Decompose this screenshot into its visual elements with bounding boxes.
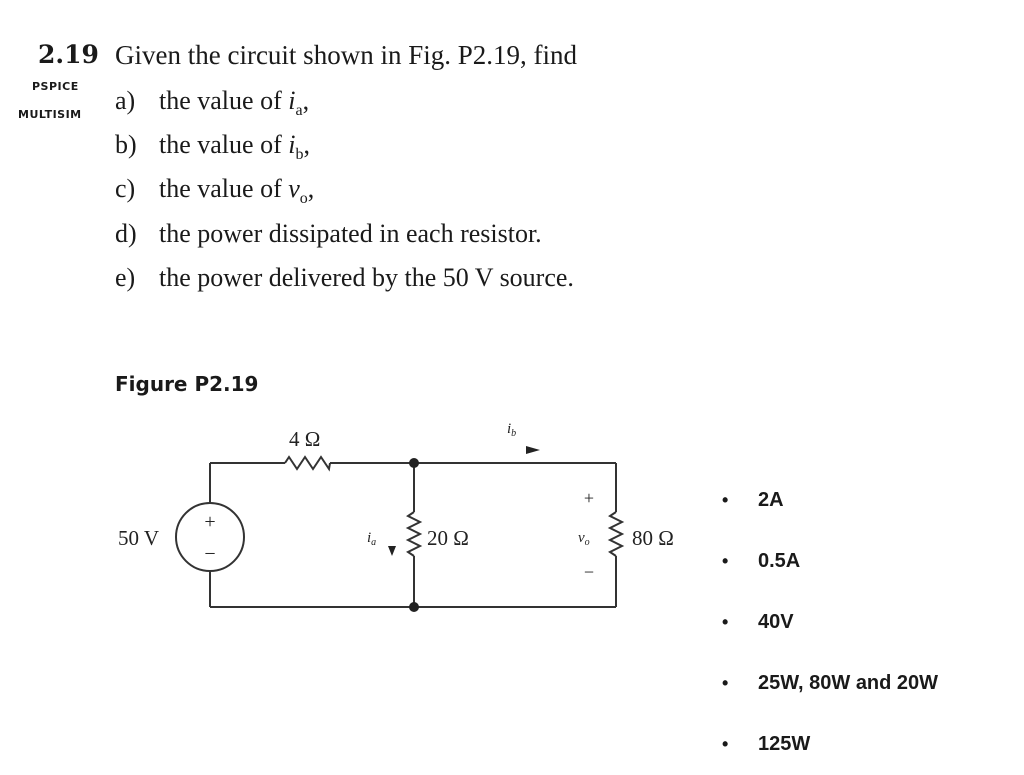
part-e: e)the power delivered by the 50 V source… — [115, 263, 574, 292]
vo-label: vo — [578, 530, 590, 548]
answer-item: •2A — [722, 489, 784, 511]
multisim-tag: MULTISIM — [18, 108, 82, 121]
answer-item: •25W, 80W and 20W — [722, 672, 939, 694]
part-a: a)the value of ia, — [115, 86, 310, 120]
source-plus: + — [204, 511, 215, 533]
pspice-tag: PSPICE — [32, 80, 79, 93]
problem-number: 2.19 — [38, 40, 99, 69]
ia-arrow-icon — [388, 546, 396, 556]
bullet-icon: • — [722, 551, 729, 571]
part-c: c)the value of vo, — [115, 174, 315, 208]
vo-minus: − — [584, 562, 594, 582]
r3-label: 80 Ω — [632, 526, 674, 550]
resistor-80ohm — [607, 511, 625, 557]
bullet-icon: • — [722, 612, 729, 632]
source-label: 50 V — [118, 526, 159, 550]
resistor-20ohm — [405, 511, 423, 557]
voltage-source — [175, 502, 245, 572]
part-d: d)the power dissipated in each resistor. — [115, 219, 542, 248]
node-top — [409, 458, 419, 468]
source-minus: − — [204, 543, 215, 565]
node-bottom — [409, 602, 419, 612]
figure-caption: Figure P2.19 — [115, 372, 259, 396]
answer-item: •40V — [722, 611, 794, 633]
problem-stem: Given the circuit shown in Fig. P2.19, f… — [115, 40, 577, 70]
r1-label: 4 Ω — [289, 427, 320, 451]
ia-label: ia — [367, 530, 376, 548]
bullet-icon: • — [722, 734, 729, 754]
answer-item: •0.5A — [722, 550, 801, 572]
bullet-icon: • — [722, 490, 729, 510]
ib-label: ib — [507, 421, 516, 439]
vo-plus: + — [584, 488, 594, 508]
answer-list: •2A •0.5A •40V •25W, 80W and 20W •125W — [722, 470, 938, 775]
bullet-icon: • — [722, 673, 729, 693]
part-b: b)the value of ib, — [115, 130, 310, 164]
answer-item: •125W — [722, 733, 811, 755]
r2-label: 20 Ω — [427, 526, 469, 550]
resistor-4ohm — [284, 455, 331, 472]
circuit-wires — [209, 462, 617, 608]
ib-arrow-icon — [526, 446, 540, 454]
